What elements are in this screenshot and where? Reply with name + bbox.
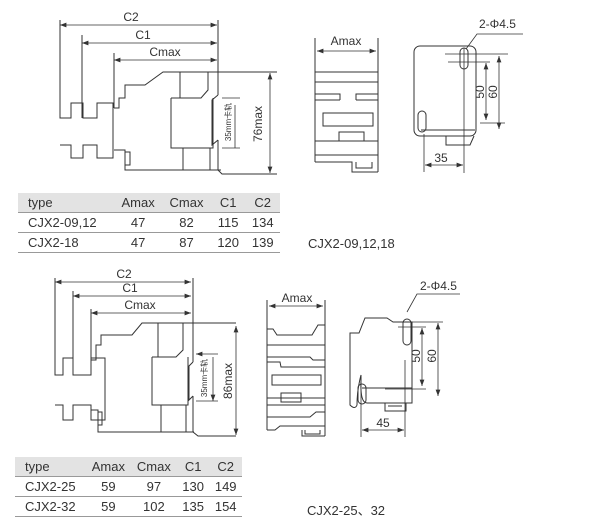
c1-label: C1 <box>135 28 151 42</box>
header-cell: type <box>18 193 115 213</box>
table-cell: 134 <box>245 212 280 233</box>
c1-label: C1 <box>122 281 138 295</box>
table-row: CJX2-09,12 47 82 115 134 <box>18 212 280 233</box>
bottom-spec-table: type Amax Cmax C1 C2 CJX2-25 59 97 130 1… <box>15 457 242 517</box>
table-cell: 149 <box>209 476 242 497</box>
top-front-view: Amax <box>314 34 379 173</box>
table-cell: 82 <box>162 212 211 233</box>
cmax-label: Cmax <box>149 45 180 59</box>
table-cell: 139 <box>245 232 280 253</box>
dim-60-label: 60 <box>425 349 439 363</box>
header-cell: C2 <box>245 193 280 213</box>
header-cell: type <box>15 457 86 477</box>
table-cell: CJX2-09,12 <box>18 212 115 233</box>
header-cell: C2 <box>209 457 242 477</box>
c2-label: C2 <box>123 10 139 24</box>
dim-60-label: 60 <box>486 85 500 99</box>
bottom-side-view: C2 C1 Cmax 86max 35mm卡轨 <box>54 267 239 437</box>
bottom-mounting-view: 2-Φ4.5 50 60 45 <box>349 279 460 437</box>
table-cell: 47 <box>114 232 163 253</box>
bottom-front-view: Amax <box>266 291 326 437</box>
hole-label: 2-Φ4.5 <box>479 17 516 31</box>
dim-50-label: 50 <box>409 349 423 363</box>
table-header-row: type Amax Cmax C1 C2 <box>15 457 242 477</box>
height-label: 86max <box>221 363 235 399</box>
table-cell: 47 <box>114 212 163 233</box>
table-cell: CJX2-18 <box>18 232 115 253</box>
height-label: 76max <box>251 106 265 142</box>
header-cell: Cmax <box>130 457 177 477</box>
table-row: CJX2-32 59 102 135 154 <box>15 496 242 517</box>
c2-label: C2 <box>116 267 132 281</box>
table-header-row: type Amax Cmax C1 C2 <box>18 193 280 213</box>
table-cell: 115 <box>210 212 246 233</box>
table-cell: 154 <box>209 496 242 517</box>
width-label: 35 <box>434 151 448 165</box>
header-cell: Cmax <box>162 193 211 213</box>
table-cell: 59 <box>85 496 131 517</box>
table-row: CJX2-25 59 97 130 149 <box>15 476 242 497</box>
header-cell: C1 <box>210 193 246 213</box>
amax-label: Amax <box>331 34 362 48</box>
bottom-caption: CJX2-25、32 <box>307 503 386 518</box>
table-cell: 97 <box>130 476 177 497</box>
header-cell: Amax <box>114 193 163 213</box>
cmax-label: Cmax <box>124 298 155 312</box>
top-mounting-view: 2-Φ4.5 50 60 35 <box>413 17 523 173</box>
top-spec-table: type Amax Cmax C1 C2 CJX2-09,12 47 82 11… <box>18 193 280 253</box>
header-cell: C1 <box>176 457 210 477</box>
table-cell: CJX2-25 <box>15 476 86 497</box>
table-cell: CJX2-32 <box>15 496 86 517</box>
top-side-view: C2 C1 Cmax 76max 35mm卡轨 <box>59 10 277 175</box>
header-cell: Amax <box>85 457 131 477</box>
table-cell: 59 <box>85 476 131 497</box>
amax-label: Amax <box>282 291 313 305</box>
table-cell: 120 <box>210 232 246 253</box>
table-cell: 135 <box>176 496 210 517</box>
width-label: 45 <box>376 416 390 430</box>
table-cell: 130 <box>176 476 210 497</box>
rail-label: 35mm卡轨 <box>223 103 233 141</box>
hole-label: 2-Φ4.5 <box>420 279 457 293</box>
table-row: CJX2-18 47 87 120 139 <box>18 232 280 253</box>
dim-50-label: 50 <box>473 85 487 99</box>
table-cell: 102 <box>130 496 177 517</box>
rail-label: 35mm卡轨 <box>199 359 209 397</box>
table-cell: 87 <box>162 232 211 253</box>
top-caption: CJX2-09,12,18 <box>308 236 395 251</box>
